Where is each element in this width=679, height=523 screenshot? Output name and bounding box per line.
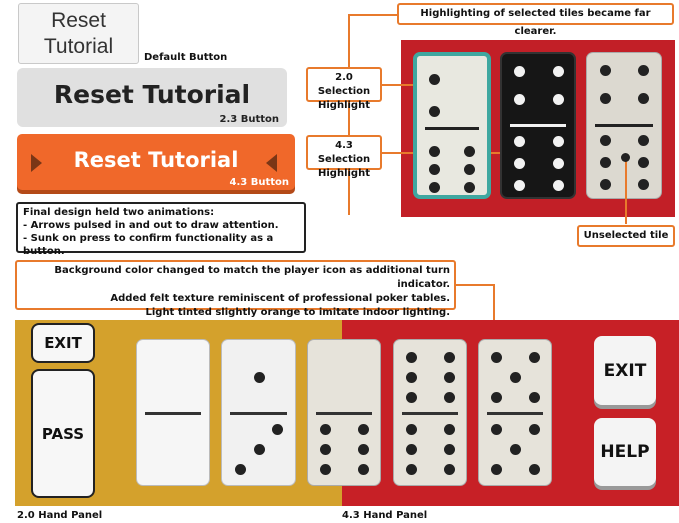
hand-tile-4[interactable] xyxy=(393,339,467,486)
v43-button-label: Reset Tutorial xyxy=(73,148,239,172)
sel43-callout: 4.3 Selection Highlight xyxy=(306,135,382,179)
background-note-line-1: Background color changed to match the pl… xyxy=(54,265,450,290)
help-button-43-label: HELP xyxy=(600,442,650,462)
highlight-title: Highlighting of selected tiles became fa… xyxy=(397,3,674,37)
animation-note-line-1: Final design held two animations: xyxy=(23,207,215,218)
animation-note: Final design held two animations: - Arro… xyxy=(16,202,306,257)
hand-tile-1[interactable] xyxy=(136,339,210,486)
exit-button-43-label: EXIT xyxy=(603,360,647,381)
background-note-line-2: Added felt texture reminiscent of profes… xyxy=(110,293,450,304)
hand-tile-2[interactable] xyxy=(221,339,296,486)
background-note-line-3: Light tinted slightly orange to imitate … xyxy=(145,307,450,318)
exit-button-43[interactable]: EXIT xyxy=(594,336,656,405)
selected-tile-20[interactable] xyxy=(413,52,491,199)
unselected-tile[interactable] xyxy=(586,52,662,199)
help-button-43[interactable]: HELP xyxy=(594,418,656,486)
v43-button-caption: 4.3 Button xyxy=(229,177,290,188)
pass-button-20[interactable]: PASS xyxy=(31,369,95,498)
hand-panel-43-caption: 4.3 Hand Panel xyxy=(342,510,428,521)
exit-button-20-label: EXIT xyxy=(44,334,82,352)
v23-button-caption: 2.3 Button xyxy=(219,114,280,125)
hand-panel-20-caption: 2.0 Hand Panel xyxy=(17,510,103,521)
animation-note-line-2: - Arrows pulsed in and out to draw atten… xyxy=(23,220,279,231)
v43-button[interactable]: Reset Tutorial 4.3 Button xyxy=(17,134,295,190)
selected-tile-43[interactable] xyxy=(500,52,576,199)
default-button-caption: Default Button xyxy=(144,52,228,63)
arrow-right-icon xyxy=(31,154,42,172)
default-button-label: Reset Tutorial xyxy=(43,8,114,58)
background-note: Background color changed to match the pl… xyxy=(15,260,456,318)
exit-button-20[interactable]: EXIT xyxy=(31,323,95,363)
v23-button-label: Reset Tutorial xyxy=(53,80,251,109)
v23-button[interactable]: Reset Tutorial 2.3 Button xyxy=(17,68,287,127)
hand-tile-5[interactable] xyxy=(478,339,552,486)
arrow-left-icon xyxy=(266,154,277,172)
pass-button-20-label: PASS xyxy=(41,424,85,443)
default-button[interactable]: Reset Tutorial xyxy=(18,3,139,64)
hand-tile-3[interactable] xyxy=(307,339,381,486)
unselected-callout: Unselected tile xyxy=(577,225,675,247)
animation-note-line-3: - Sunk on press to confirm functionality… xyxy=(23,233,274,257)
sel20-callout: 2.0 Selection Highlight xyxy=(306,67,382,111)
